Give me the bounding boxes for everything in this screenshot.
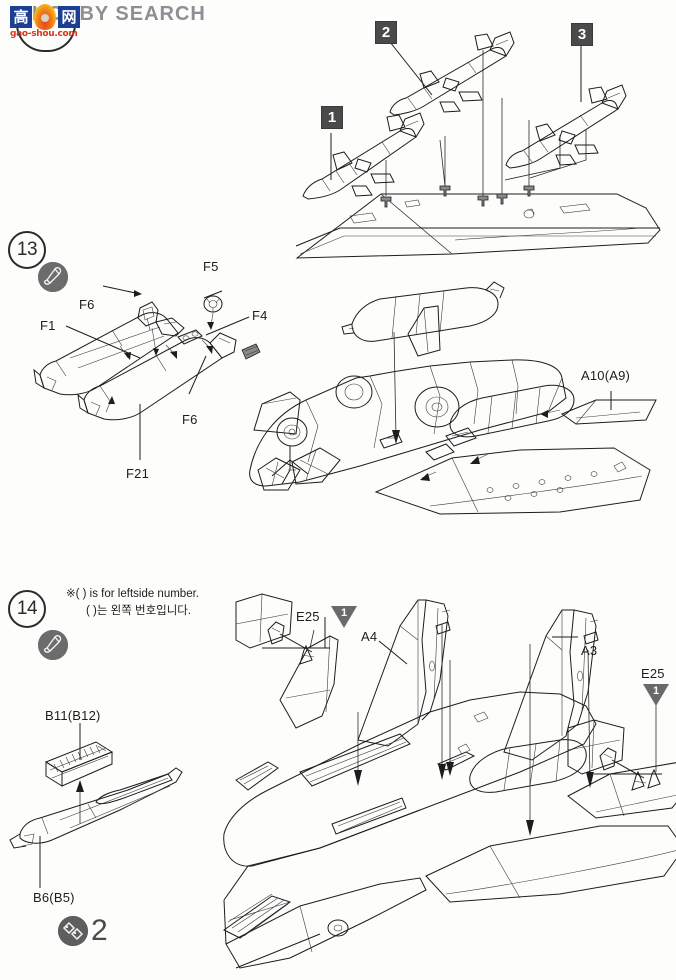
- marker-1: 1: [321, 106, 343, 129]
- missile-2: [389, 31, 515, 116]
- cement-tube-icon-14: [38, 630, 68, 660]
- fuel-tank-assembly: [33, 295, 261, 421]
- note-line-korean: ( )는 왼쪽 번호입니다.: [86, 605, 192, 617]
- part-label-a4: A4: [361, 629, 378, 644]
- page-footer: 2: [58, 916, 108, 946]
- missile-1: [302, 112, 425, 200]
- leftside-number-note: ※( ) is for leftside number. ( )는 왼쪽 번호입…: [66, 586, 199, 620]
- missile-3: [505, 84, 627, 169]
- triangle-callout-right: 1: [643, 684, 669, 706]
- part-label-f21: F21: [126, 466, 150, 481]
- note-line-english: ※( ) is for leftside number.: [66, 588, 199, 600]
- aircraft-underside: [249, 227, 660, 515]
- part-label-e25-left: E25: [296, 609, 320, 624]
- part-label-f4: F4: [252, 308, 268, 323]
- aircraft-rear-view: [223, 599, 676, 969]
- illustration-step-13: [33, 227, 660, 515]
- triangle-shape-left: [331, 606, 357, 628]
- part-label-b11b12: B11(B12): [45, 708, 101, 723]
- triangle-callout-right-label: 1: [652, 685, 660, 697]
- nose-landing-gear: [257, 417, 341, 491]
- marker-2: 2: [375, 21, 397, 44]
- part-label-f6-top: F6: [79, 297, 95, 312]
- part-label-f5: F5: [203, 259, 219, 274]
- page-number: 2: [91, 914, 108, 947]
- triangle-callout-left: 1: [331, 606, 357, 628]
- two-diamonds-icon: [58, 916, 88, 946]
- part-label-f1: F1: [40, 318, 56, 333]
- triangle-shape-right: [643, 684, 669, 706]
- screw-group: [380, 185, 535, 208]
- part-label-a10a9: A10(A9): [581, 368, 631, 383]
- part-label-b6b5: B6(B5): [33, 890, 75, 905]
- part-label-e25-right: E25: [641, 666, 665, 681]
- part-label-f6-bottom: F6: [182, 412, 198, 427]
- step-number-13: 13: [8, 231, 46, 269]
- cement-tube-icon-13: [38, 262, 68, 292]
- detail-inset-right: [567, 698, 662, 791]
- airbrake-subassembly: [9, 741, 183, 849]
- detail-inset-left: [235, 593, 330, 665]
- part-label-a3: A3: [581, 643, 598, 658]
- step-number-14: 14: [8, 590, 46, 628]
- illustration-missile-assembly: [295, 31, 661, 259]
- illustration-step-14: [9, 593, 676, 969]
- triangle-callout-left-label: 1: [340, 607, 348, 619]
- marker-3: 3: [571, 23, 593, 46]
